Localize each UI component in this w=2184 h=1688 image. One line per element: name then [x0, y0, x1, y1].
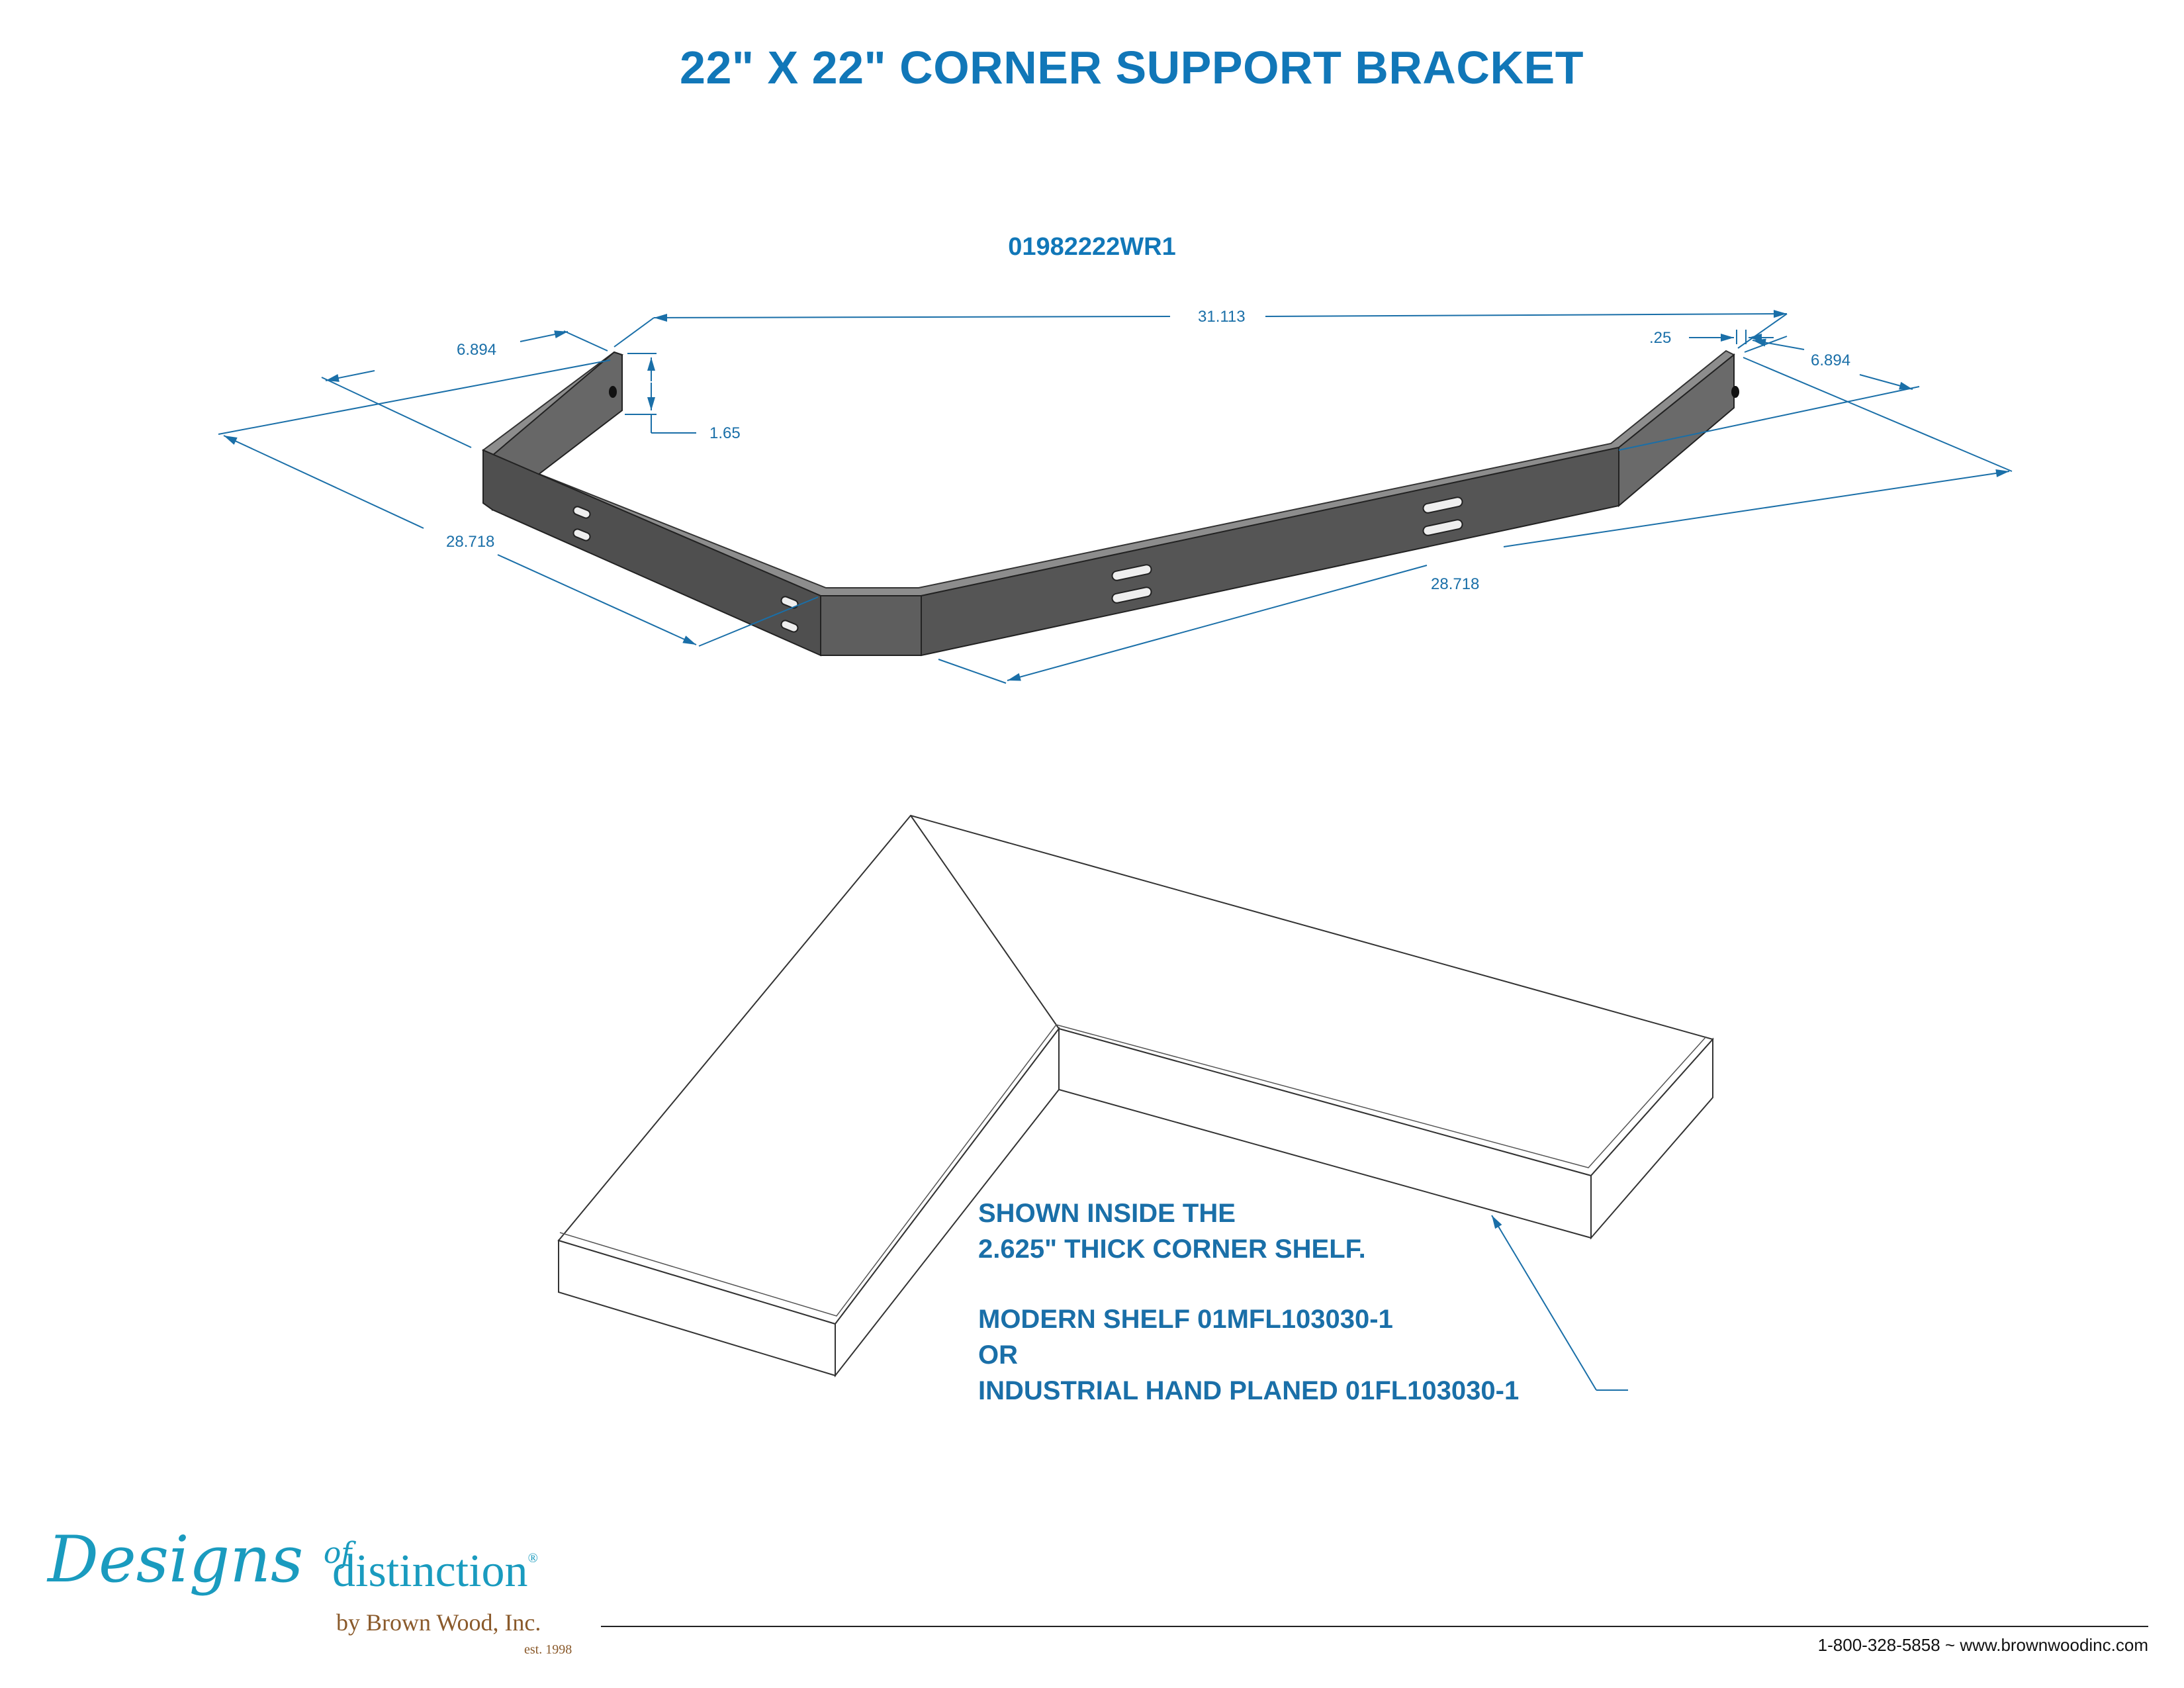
slot	[1422, 496, 1463, 514]
logo-distinction-text: distinction	[332, 1546, 528, 1597]
slot	[780, 620, 799, 633]
dim-label-left-long: 28.718	[446, 533, 494, 551]
slot	[572, 506, 591, 519]
slot	[1422, 519, 1463, 536]
logo-of-text: of	[323, 1536, 352, 1570]
dim-label-right-long: 28.718	[1431, 575, 1479, 593]
note-line: INDUSTRIAL HAND PLANED 01FL103030-1	[978, 1376, 1520, 1405]
note-compatible-shelves: MODERN SHELF 01MFL103030-1 OR INDUSTRIAL…	[978, 1301, 1519, 1409]
dimension-lines	[218, 310, 2013, 1391]
end-hole-right	[1731, 386, 1739, 398]
note-shown-inside: SHOWN INSIDE THE 2.625" THICK CORNER SHE…	[978, 1196, 1366, 1267]
dim-label-thickness: .25	[1649, 329, 1671, 347]
logo-script-text: Designs	[48, 1523, 304, 1597]
part-number: 01982222WR1	[1008, 233, 1176, 261]
footer-contact: 1-800-328-5858 ~ www.brownwoodinc.com	[1817, 1635, 2148, 1655]
registered-mark: ®	[527, 1551, 538, 1566]
note-line: 2.625" THICK CORNER SHELF.	[978, 1235, 1366, 1264]
dim-label-left-end: 6.894	[457, 341, 496, 359]
dim-label-right-end: 6.894	[1811, 352, 1850, 369]
corner-shelf-illustration	[557, 814, 1714, 1378]
shelf-front-right	[1590, 1037, 1713, 1240]
note-line: OR	[978, 1340, 1018, 1370]
logo: Designs of	[48, 1523, 352, 1597]
bracket-left-segment	[482, 449, 821, 657]
slot	[572, 528, 591, 541]
page-title: 22" X 22" CORNER SUPPORT BRACKET	[680, 42, 1584, 93]
note-line: MODERN SHELF 01MFL103030-1	[978, 1305, 1393, 1334]
bracket-right-end	[1618, 353, 1735, 508]
slot	[1111, 586, 1152, 604]
logo-established: est. 1998	[524, 1642, 572, 1657]
bracket-illustration	[482, 350, 1739, 657]
logo-byline: by Brown Wood, Inc.	[336, 1609, 541, 1636]
bracket-corner-face	[820, 595, 922, 656]
dim-label-overall: 31.113	[1198, 308, 1246, 326]
footer-divider	[601, 1626, 2148, 1627]
slot	[1111, 564, 1152, 581]
shelf-miter-line	[910, 815, 1060, 1029]
dim-label-height: 1.65	[709, 424, 741, 442]
note-line: SHOWN INSIDE THE	[978, 1199, 1236, 1228]
bracket-right-segment	[921, 446, 1619, 657]
end-hole-left	[609, 386, 617, 398]
logo-wordmark: distinction®	[332, 1545, 538, 1598]
